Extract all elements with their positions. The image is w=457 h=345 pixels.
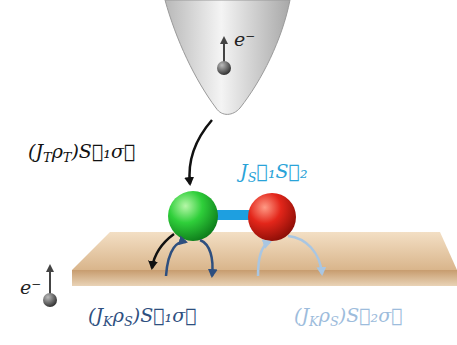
exchange-label: JS⃗₁S⃗₂ [240, 160, 308, 185]
substrate-front [72, 270, 457, 286]
tunnel-coupling-label: (JTρT)S⃗₁σ⃗ [28, 140, 135, 165]
electron [217, 61, 231, 75]
kondo-arrow-1 [166, 242, 186, 276]
tunnel-arrow [189, 120, 212, 184]
electron-label: e⁻ [20, 276, 41, 299]
spin-arrow [223, 40, 225, 62]
stm-tip [165, 0, 290, 114]
atom-1 [168, 191, 218, 241]
exchange-bar [212, 210, 254, 220]
kondo-arrow-1b [200, 240, 213, 276]
kondo-arrow-2b [288, 236, 322, 274]
electron [43, 293, 57, 307]
electron-label: e⁻ [234, 28, 255, 51]
kondo-arrow-2 [258, 242, 270, 276]
kondo-coupling-label: (JKρS)S⃗₁σ⃗ [88, 304, 197, 329]
spin-arrow [49, 268, 51, 294]
atom-2 [248, 193, 296, 241]
kondo-coupling-label: (JKρS)S⃗₂σ⃗ [294, 304, 403, 329]
